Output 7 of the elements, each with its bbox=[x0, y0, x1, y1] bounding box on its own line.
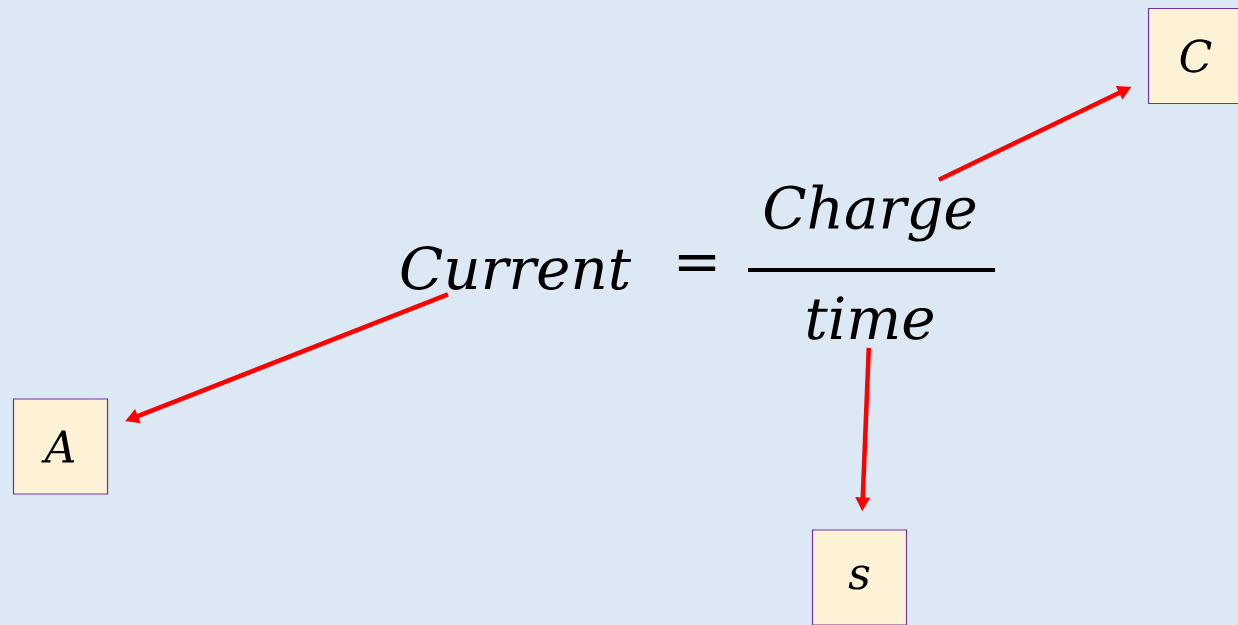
formula-word: Charge bbox=[764, 184, 976, 242]
letter-box: A bbox=[12, 398, 109, 495]
letter-box: s bbox=[811, 529, 908, 625]
formula-word: Current bbox=[401, 246, 632, 290]
formula-word: time bbox=[807, 296, 933, 340]
equals-sign: = bbox=[678, 254, 716, 271]
letter-box: C bbox=[1147, 7, 1238, 105]
